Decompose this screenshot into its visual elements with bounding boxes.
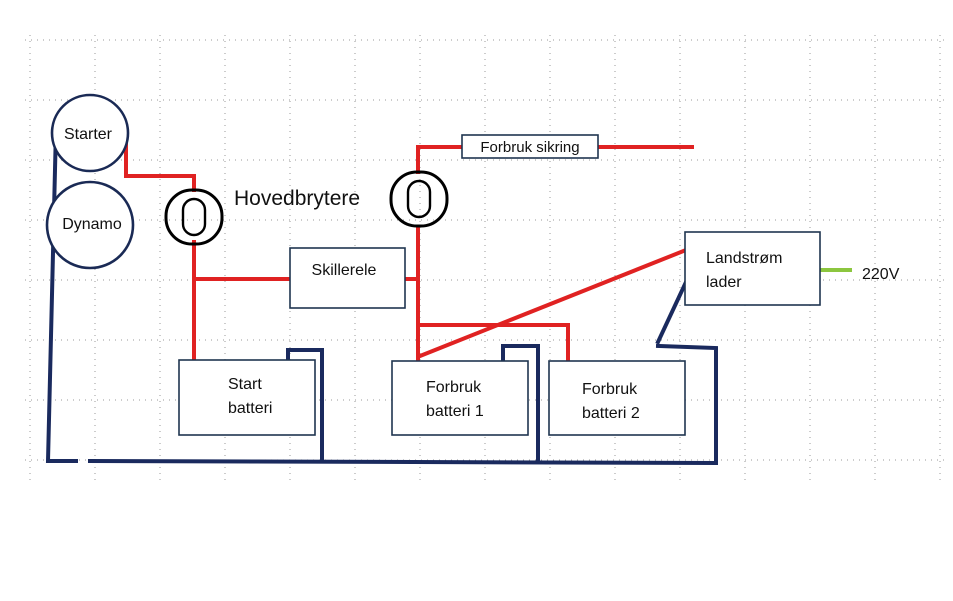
- main-switches-label: Hovedbrytere: [234, 187, 360, 210]
- start-battery-label-line-2: batteri: [228, 400, 272, 417]
- ground-bottom-rail: [87, 343, 718, 466]
- consumer-battery-2-label-line-2: batteri 2: [582, 405, 640, 422]
- consumer-fuse-label: Forbruk sikring: [480, 139, 579, 156]
- mains-voltage-label: 220V: [862, 266, 900, 283]
- consumer-battery-1-label-line-2: batteri 1: [426, 403, 484, 420]
- shore-power-charger-label-line-2: lader: [706, 274, 742, 291]
- ground-battery-1: [501, 344, 540, 464]
- wire-bus-to-battery-2: [416, 323, 570, 362]
- shore-power-charger-label-line-1: Landstrøm: [706, 250, 782, 267]
- shore-power-charger-box: [684, 231, 821, 306]
- positive-wires: [124, 128, 694, 362]
- main-switch-2: [389, 170, 449, 228]
- starter-motor: [50, 93, 130, 173]
- consumer-battery-1-box: [391, 360, 529, 436]
- starter-label: Starter: [64, 126, 113, 143]
- ground-start-battery: [286, 348, 324, 463]
- isolation-relay-box: [289, 247, 406, 309]
- wire-charger-to-battery-1: [417, 247, 689, 359]
- dynamo-label: Dynamo: [62, 216, 122, 233]
- ground-charger-link: [655, 279, 689, 345]
- isolation-relay-label: Skillerele: [312, 262, 377, 279]
- start-battery-label-line-1: Start: [228, 376, 262, 393]
- ground-left-rail: [45, 125, 78, 463]
- consumer-battery-1-label-line-1: Forbruk: [426, 379, 482, 396]
- consumer-fuse-box: [461, 134, 599, 159]
- dynamo-generator: [45, 180, 135, 270]
- consumer-battery-2-box: [548, 360, 686, 436]
- consumer-battery-2-label-line-1: Forbruk: [582, 381, 638, 398]
- start-battery-box: [178, 359, 316, 436]
- wire-switch-2-to-fuse: [416, 145, 464, 174]
- main-switch-1: [164, 188, 224, 246]
- wire-starter-to-switch-1: [124, 128, 196, 192]
